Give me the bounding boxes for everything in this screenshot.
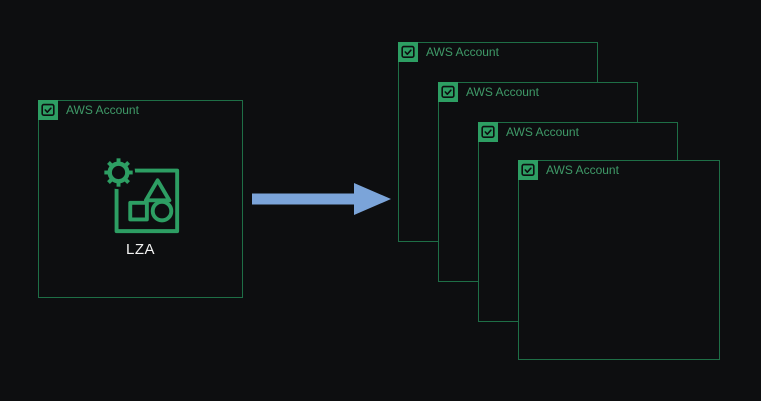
account-box-header: AWS Account [398,42,499,62]
account-box-label: AWS Account [466,85,539,99]
target-account-box: AWS Account [518,160,720,360]
account-box-label: AWS Account [546,163,619,177]
account-box-header: AWS Account [438,82,539,102]
flow-arrow-right-icon [252,183,391,215]
aws-account-icon [518,160,538,180]
source-account-box: AWS Account [38,100,243,298]
aws-account-icon [438,82,458,102]
lza-block: LZA [97,151,185,258]
account-box-label: AWS Account [426,45,499,59]
account-box-label: AWS Account [66,103,139,117]
lza-label: LZA [125,241,155,258]
account-box-header: AWS Account [478,122,579,142]
aws-account-icon [398,42,418,62]
aws-account-icon [38,100,58,120]
account-box-header: AWS Account [38,100,139,120]
lza-gear-shapes-icon [101,155,179,234]
aws-account-icon [478,122,498,142]
account-box-header: AWS Account [518,160,619,180]
account-box-label: AWS Account [506,125,579,139]
